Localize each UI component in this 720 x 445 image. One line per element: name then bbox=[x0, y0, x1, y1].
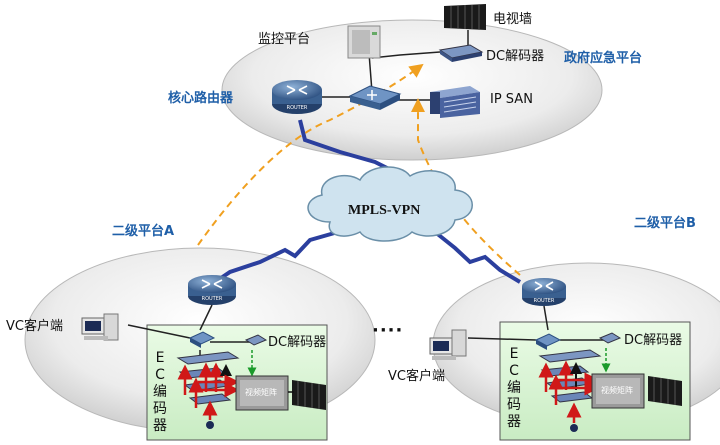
ec-encoder-right-label: EC编码器 bbox=[507, 346, 521, 430]
dc-decoder-right-label: DC解码器 bbox=[624, 333, 683, 348]
mpls-cloud bbox=[307, 166, 473, 242]
ip-san-label: IP SAN bbox=[490, 92, 533, 107]
right-tv-wall bbox=[648, 376, 682, 406]
vc-client-left-label: VC客户端 bbox=[6, 319, 63, 334]
vc-client-left-pc bbox=[81, 313, 119, 341]
level2-b-label: 二级平台B bbox=[634, 216, 696, 231]
right-dc-decoder-device bbox=[598, 332, 622, 344]
link-cloud-to-a bbox=[213, 228, 346, 284]
router-a bbox=[188, 275, 236, 305]
vc-client-right-pc bbox=[429, 329, 467, 360]
left-dc-decoder-device bbox=[244, 334, 268, 346]
right-encoder-stack bbox=[538, 349, 602, 432]
right-video-matrix bbox=[591, 373, 645, 409]
core-switch bbox=[348, 85, 402, 110]
left-encoder-stack bbox=[176, 351, 240, 429]
vc-client-right-label: VC客户端 bbox=[388, 369, 445, 384]
link-cloud-to-b bbox=[433, 230, 522, 284]
tv-wall-top bbox=[444, 4, 486, 30]
ellipsis-label: ···· bbox=[372, 320, 404, 341]
monitor-server bbox=[347, 25, 381, 59]
left-switch bbox=[188, 331, 216, 348]
dc-decoder-top-device bbox=[438, 44, 484, 62]
ec-encoder-left-label: EC编码器 bbox=[153, 350, 167, 434]
router-b bbox=[522, 278, 566, 306]
dashed-flow-a bbox=[197, 63, 424, 246]
core-router bbox=[272, 80, 322, 114]
core-router-label: 核心路由器 bbox=[168, 91, 234, 106]
level2-a-label: 二级平台A bbox=[112, 224, 175, 239]
mpls-vpn-label: MPLS-VPN bbox=[348, 203, 421, 218]
router-tag-core: ROUTER bbox=[287, 105, 308, 111]
video-matrix-right-label: 视频矩阵 bbox=[601, 386, 633, 395]
router-tag-a: ROUTER bbox=[202, 296, 223, 302]
video-matrix-left-label: 视频矩阵 bbox=[245, 388, 277, 397]
dc-decoder-top-label: DC解码器 bbox=[486, 49, 545, 64]
left-tv-wall bbox=[288, 380, 326, 410]
monitor-platform-label: 监控平台 bbox=[258, 32, 311, 47]
gov-platform-label: 政府应急平台 bbox=[564, 51, 643, 66]
right-switch bbox=[534, 333, 562, 350]
tv-wall-label: 电视墙 bbox=[493, 12, 533, 27]
left-video-matrix bbox=[235, 375, 289, 411]
router-tag-b: ROUTER bbox=[534, 298, 555, 304]
ip-san-device bbox=[430, 86, 480, 118]
dc-decoder-left-label: DC解码器 bbox=[268, 335, 327, 350]
